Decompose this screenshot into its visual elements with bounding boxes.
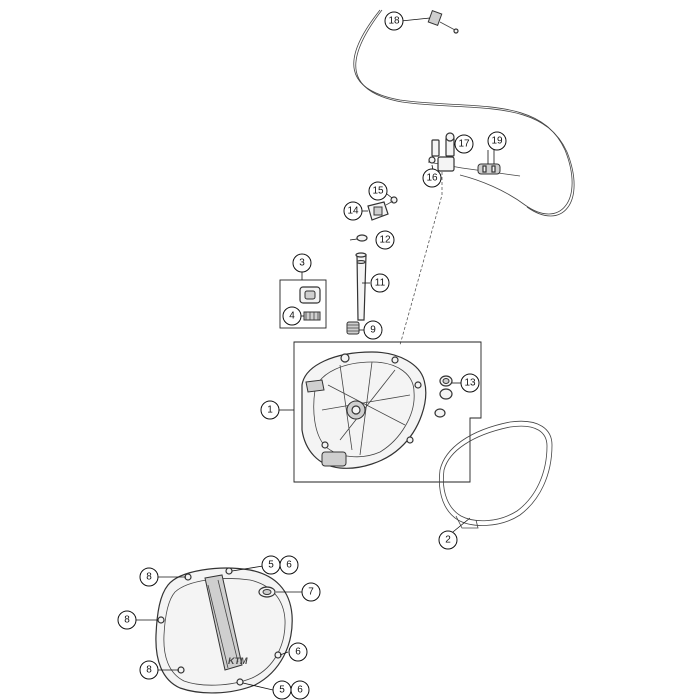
push-rod <box>355 252 367 321</box>
svg-text:KTM: KTM <box>228 656 248 666</box>
callout-6-mid: 6 <box>288 642 308 662</box>
callout-12: 12 <box>375 230 395 250</box>
svg-text:9: 9 <box>370 325 376 336</box>
svg-text:19: 19 <box>491 136 503 147</box>
svg-text:12: 12 <box>379 235 391 246</box>
assembly-line <box>399 172 443 346</box>
cable-fittings <box>427 132 521 177</box>
svg-text:1: 1 <box>267 405 273 416</box>
svg-text:17: 17 <box>458 139 470 150</box>
gasket <box>438 420 553 529</box>
seals-13 <box>434 375 453 418</box>
svg-text:8: 8 <box>146 665 152 676</box>
callout-8-mid: 8 <box>117 610 137 630</box>
svg-text:4: 4 <box>289 311 295 322</box>
callout-2: 2 <box>438 530 458 550</box>
callout-6-top: 6 <box>279 555 299 575</box>
callout-18: 18 <box>384 11 404 31</box>
callout-3: 3 <box>292 253 312 273</box>
svg-text:8: 8 <box>124 615 130 626</box>
callout-17: 17 <box>454 134 474 154</box>
callout-5-bottom: 5 <box>272 680 292 700</box>
part-3-4 <box>299 286 321 321</box>
callout-14: 14 <box>343 201 363 221</box>
callout-16: 16 <box>422 168 442 188</box>
clutch-cover-inner <box>301 351 427 469</box>
svg-text:3: 3 <box>299 258 305 269</box>
svg-text:14: 14 <box>347 206 359 217</box>
kit-box-3 <box>279 279 327 329</box>
outer-clutch-cover: KTM <box>155 567 293 694</box>
leader-lines <box>136 17 495 691</box>
callout-4: 4 <box>282 306 302 326</box>
part-12 <box>356 234 368 242</box>
callout-1: 1 <box>260 400 280 420</box>
svg-text:2: 2 <box>445 535 451 546</box>
clutch-cable <box>353 9 575 217</box>
callout-13: 13 <box>460 373 480 393</box>
svg-text:7: 7 <box>308 587 314 598</box>
svg-text:5: 5 <box>268 560 274 571</box>
callout-7: 7 <box>301 582 321 602</box>
callout-6-bottom: 6 <box>290 680 310 700</box>
part-14-15 <box>367 196 398 221</box>
svg-text:15: 15 <box>372 186 384 197</box>
svg-text:6: 6 <box>297 685 303 696</box>
svg-text:6: 6 <box>295 647 301 658</box>
callout-19: 19 <box>487 131 507 151</box>
svg-text:18: 18 <box>388 16 400 27</box>
svg-text:6: 6 <box>286 560 292 571</box>
callout-9: 9 <box>363 320 383 340</box>
svg-text:11: 11 <box>375 278 386 289</box>
callout-8-top: 8 <box>139 567 159 587</box>
kit-box-1 <box>293 341 482 483</box>
svg-text:8: 8 <box>146 572 152 583</box>
svg-text:5: 5 <box>279 685 285 696</box>
callout-15: 15 <box>368 181 388 201</box>
spring-9 <box>346 321 360 335</box>
callout-8-bottom: 8 <box>139 660 159 680</box>
callout-5-top: 5 <box>261 555 281 575</box>
svg-text:16: 16 <box>426 173 438 184</box>
svg-text:13: 13 <box>464 378 476 389</box>
callout-11: 11 <box>370 273 390 293</box>
